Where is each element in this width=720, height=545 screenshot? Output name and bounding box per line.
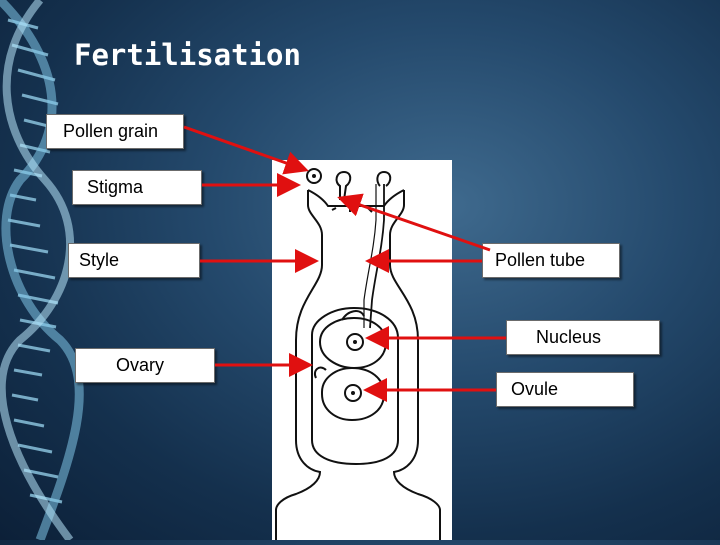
label-pollen-tube: Pollen tube [482, 243, 620, 278]
dna-helix-decoration [0, 0, 84, 540]
carpel-drawing [275, 168, 441, 540]
carpel-diagram-panel [272, 160, 452, 540]
label-pollen-grain: Pollen grain [46, 114, 184, 149]
label-style: Style [68, 243, 200, 278]
label-ovary: Ovary [75, 348, 215, 383]
slide-title: Fertilisation [74, 38, 301, 72]
carpel-outline [275, 190, 323, 540]
pollen-grain-left [306, 168, 322, 184]
label-ovule: Ovule [496, 372, 634, 407]
upper-ovule-outline [318, 316, 388, 370]
label-nucleus: Nucleus [506, 320, 660, 355]
label-stigma: Stigma [72, 170, 202, 205]
